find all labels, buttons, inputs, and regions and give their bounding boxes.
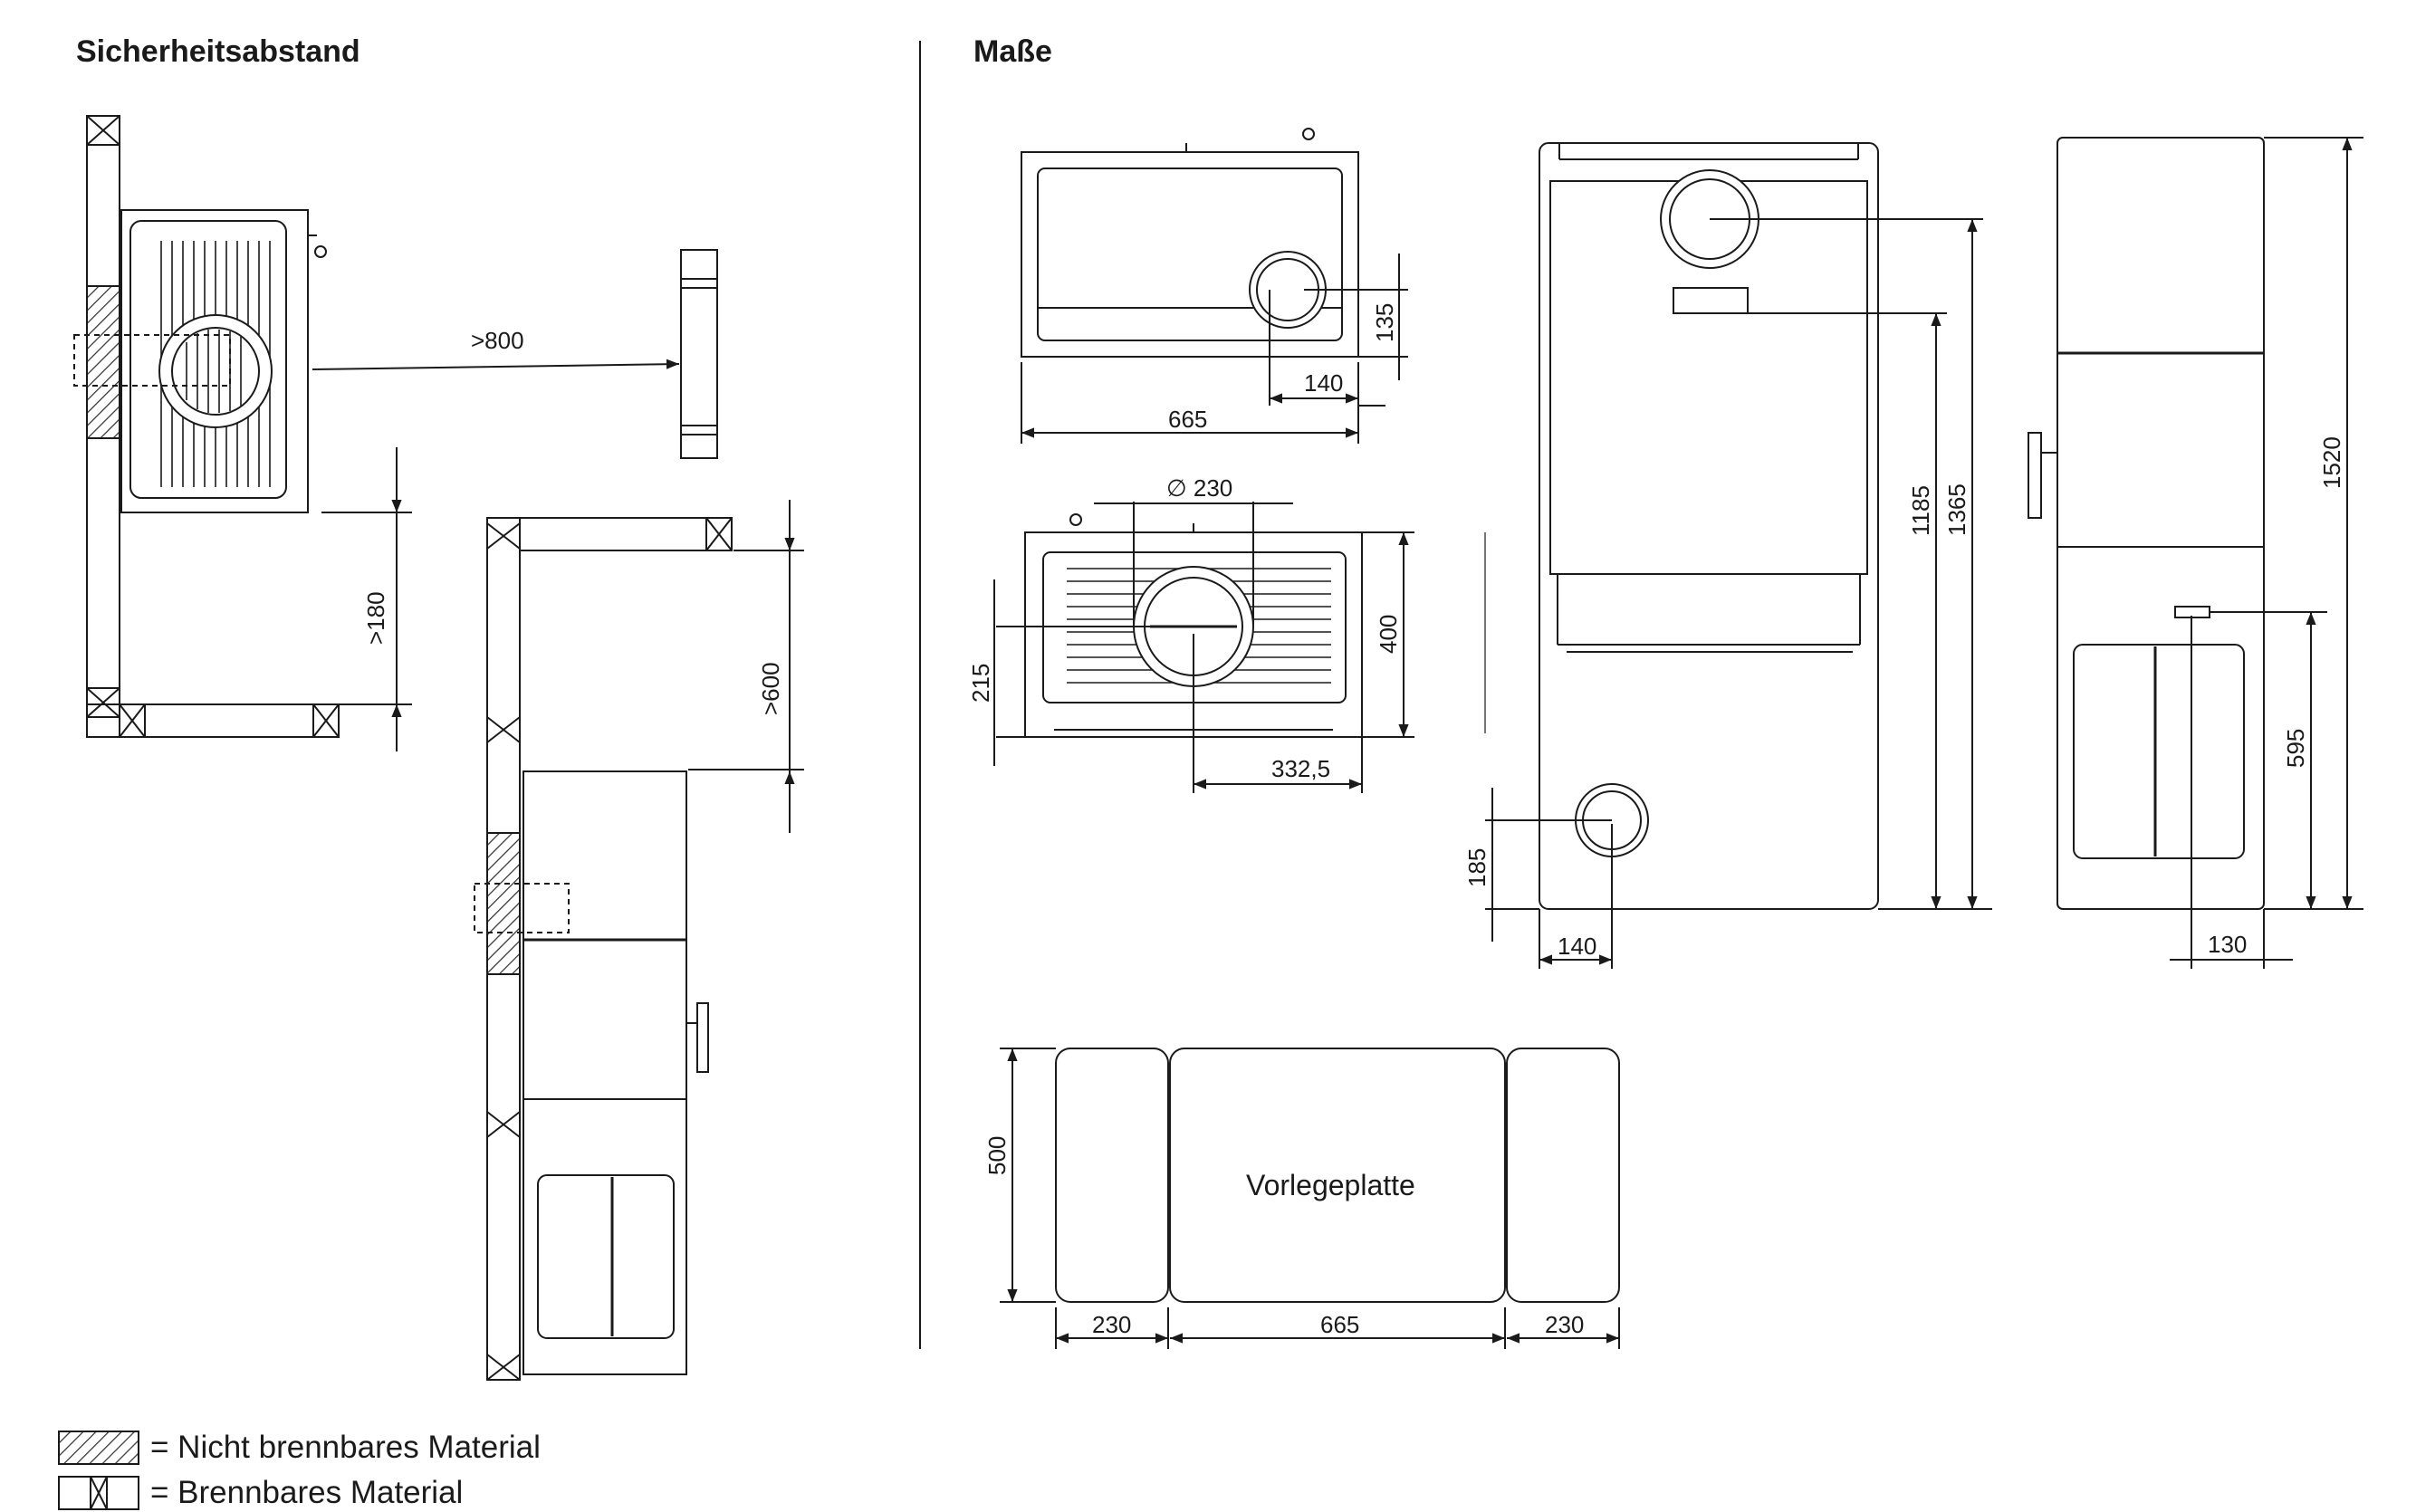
dim-front-lower-flue-offset: 140 (1558, 933, 1596, 960)
dim-plate-center: 665 (1320, 1311, 1359, 1338)
clearance-side-label: >800 (471, 327, 524, 354)
legend-combustible-label: = Brennbares Material (150, 1475, 464, 1510)
dim-front-lower-flue-height: 185 (1463, 848, 1491, 887)
dim-top-flue-offset: 140 (1304, 369, 1343, 397)
dim-back-flue-offset: 332,5 (1271, 755, 1330, 782)
cross-swatch-icon (58, 1476, 139, 1510)
top-view (1021, 128, 1408, 444)
dim-flue-diameter: ∅ 230 (1166, 474, 1232, 502)
legend-combustible: = Brennbares Material (58, 1475, 463, 1511)
dim-side-air-height: 595 (2282, 729, 2309, 768)
front-view (1484, 142, 1992, 969)
side-view (2028, 137, 2363, 969)
clearance-back-label: >600 (757, 662, 784, 715)
clearance-top-label: >180 (362, 591, 389, 645)
dim-side-height: 1520 (2318, 436, 2345, 489)
plate-label: Vorlegeplatte (1246, 1169, 1415, 1201)
legend-non-combustible: = Nicht brennbares Material (58, 1430, 541, 1466)
dim-plate-right: 230 (1545, 1311, 1584, 1338)
dim-front-flue-top: 1185 (1907, 485, 1934, 536)
dim-front-total-top: 1365 (1943, 483, 1970, 536)
legend-non-combustible-label: = Nicht brennbares Material (150, 1430, 541, 1465)
floor-plate (1000, 1048, 1620, 1349)
dim-side-air-offset: 130 (2208, 931, 2247, 958)
dim-top-width: 665 (1168, 406, 1207, 433)
dim-back-flue-height: 215 (967, 664, 994, 703)
heading-safety-distance: Sicherheitsabstand (76, 34, 360, 69)
dim-back-height: 400 (1375, 615, 1402, 654)
heading-dimensions: Maße (973, 34, 1052, 69)
rear-view (993, 502, 1414, 793)
dim-plate-depth: 500 (983, 1136, 1011, 1175)
plan-view-corner (73, 115, 718, 751)
dim-plate-left: 230 (1092, 1311, 1131, 1338)
hatch-swatch-icon (58, 1431, 139, 1465)
technical-drawing: >800 >180 >600 665 140 135 ∅ 230 400 215… (73, 41, 2363, 1381)
dim-top-flue-depth: 135 (1371, 303, 1398, 342)
side-view-wall (474, 500, 804, 1381)
